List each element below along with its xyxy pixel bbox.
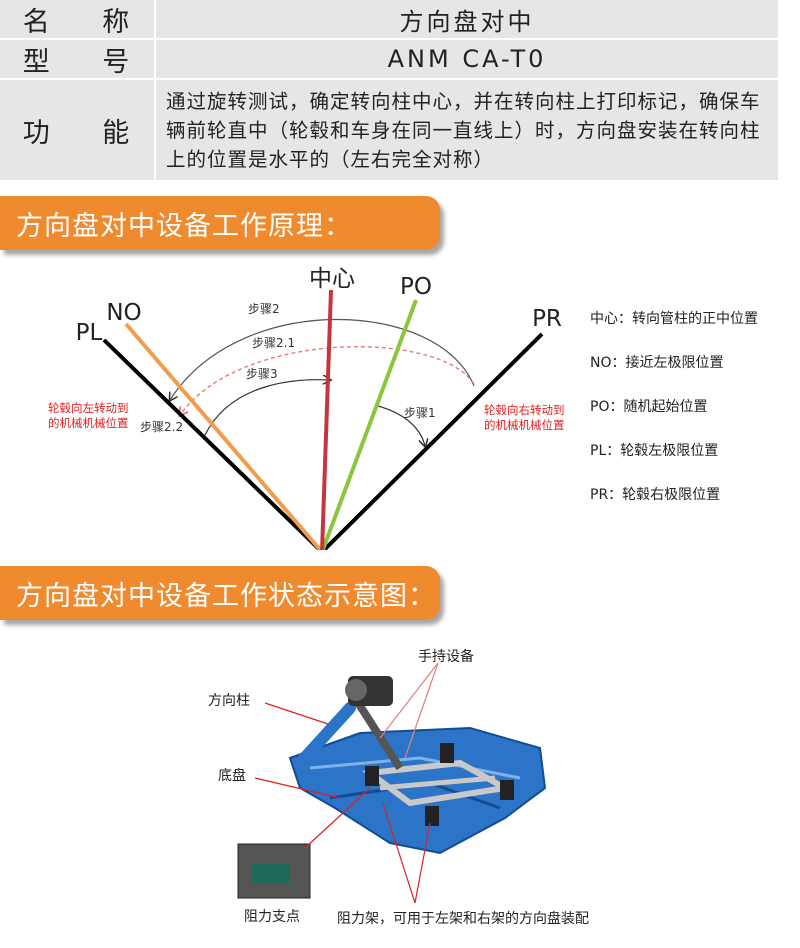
legend-item-no: NO：接近左极限位置: [590, 355, 724, 371]
note-right-1: 轮毂向右转动到: [484, 403, 565, 417]
label-step22: 步骤2.2: [140, 420, 183, 434]
label-pr: PR: [532, 306, 562, 332]
label-step21: 步骤2.1: [252, 336, 295, 350]
frame-block-1: [365, 766, 379, 786]
spec-row-name: 名 称 方向盘对中: [0, 0, 778, 40]
model-label: 型 号: [0, 40, 156, 78]
pointer-handheld-2: [379, 662, 439, 739]
frame-block-3: [500, 780, 514, 800]
legend-item-po: PO：随机起始位置: [590, 399, 708, 415]
label-handheld: 手持设备: [418, 649, 474, 665]
label-frame: 阻力架，可用于左架和右架的方向盘装配: [337, 911, 589, 927]
spec-row-function: 功 能 通过旋转测试，确定转向柱中心，并在转向柱上打印标记，确保车辆前轮直中（轮…: [0, 80, 778, 182]
label-support: 阻力支点: [244, 909, 300, 925]
frame-cross: [379, 775, 496, 791]
label-po: PO: [400, 274, 432, 300]
line-pr: [321, 332, 544, 550]
arc-step3: [204, 380, 330, 436]
section-banner-principle: 方向盘对中设备工作原理：: [0, 196, 440, 250]
label-chassis: 底盘: [218, 768, 246, 784]
arc-step21: [180, 346, 475, 415]
legend-item-pr: PR：轮毂右极限位置: [590, 487, 721, 503]
legend: 中心：转向管柱的正中位置 NO：接近左极限位置 PO：随机起始位置 PL：轮毂左…: [590, 308, 758, 528]
spec-row-model: 型 号 ANM CA-T0: [0, 40, 778, 80]
chassis-rail: [309, 756, 521, 780]
note-left-2: 的机械机械位置: [48, 416, 129, 430]
label-no: NO: [106, 300, 141, 326]
name-value: 方向盘对中: [399, 7, 535, 36]
pointer-handheld: [404, 662, 439, 759]
section-banner-status: 方向盘对中设备工作状态示意图：: [0, 566, 440, 620]
pointer-chassis: [254, 777, 341, 799]
name-label: 名 称: [0, 0, 156, 38]
line-no: [124, 322, 323, 550]
model-value: ANM CA-T0: [387, 45, 547, 73]
chassis-shape: [288, 726, 547, 855]
support-part: [252, 864, 290, 884]
line-center: [320, 289, 333, 550]
column-arm: [351, 695, 404, 771]
line-pl: [102, 338, 323, 550]
pointer-frame-2: [382, 802, 416, 904]
label-step3: 步骤3: [246, 367, 278, 381]
frame-block-4: [425, 806, 439, 826]
arc-step2: [170, 318, 475, 400]
frame-block-2: [440, 743, 454, 763]
note-right-2: 的机械机械位置: [484, 418, 565, 432]
legend-item-center: 中心：转向管柱的正中位置: [590, 311, 758, 327]
arc-step1: [377, 405, 425, 446]
label-pl: PL: [76, 320, 103, 346]
pointer-column: [264, 702, 329, 725]
principle-diagram: 中心 PO NO PL PR 步骤2 步骤2.1 步骤3 步骤1 步骤2.2 轮…: [48, 266, 565, 550]
spec-table: 名 称 方向盘对中 型 号 ANM CA-T0 功 能 通过旋转测试，确定转向柱…: [0, 0, 778, 182]
equipment-figure: [237, 662, 547, 904]
column-shaft: [294, 702, 356, 769]
handheld-knob: [345, 679, 367, 701]
legend-item-pl: PL：轮毂左极限位置: [590, 443, 719, 459]
pointer-support: [304, 787, 371, 849]
label-step1: 步骤1: [404, 406, 436, 420]
label-center: 中心: [309, 266, 355, 292]
line-po: [320, 299, 418, 550]
function-label: 功 能: [0, 80, 156, 180]
label-column: 方向柱: [208, 693, 250, 709]
function-value: 通过旋转测试，确定转向柱中心，并在转向柱上打印标记，确保车辆前轮直中（轮毂和车身…: [166, 89, 761, 171]
note-left-1: 轮毂向左转动到: [48, 401, 129, 415]
label-step2: 步骤2: [248, 302, 280, 316]
pointer-frame: [414, 822, 431, 904]
